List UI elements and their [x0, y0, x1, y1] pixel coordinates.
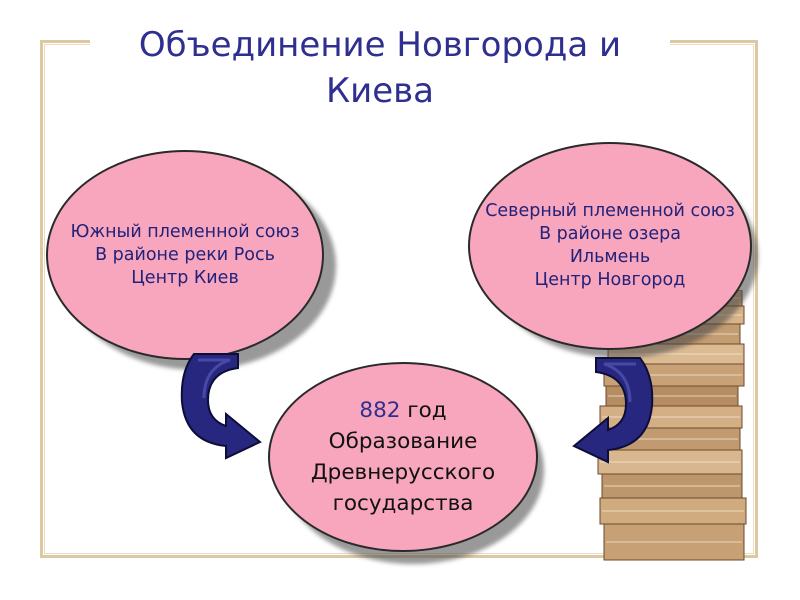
- south-line-2: В районе реки Рось: [95, 244, 275, 265]
- north-line-1: Северный племенной союз: [485, 201, 735, 221]
- year-number: 882: [359, 398, 401, 423]
- center-line-4: государства: [332, 491, 474, 516]
- books-stack-icon: [597, 290, 747, 561]
- year-line: 882 год: [359, 395, 446, 426]
- slide-title: Объединение Новгорода и Киева: [90, 22, 670, 114]
- curved-arrow-icon: [572, 357, 654, 464]
- north-line-3: Ильмень: [569, 247, 651, 267]
- center-line-2: Образование: [328, 429, 478, 454]
- year-suffix: год: [400, 398, 447, 423]
- south-line-3: Центр Киев: [131, 267, 239, 288]
- title-line-1: Объединение Новгорода и: [138, 25, 622, 65]
- curved-arrow-icon: [180, 353, 262, 460]
- south-line-1: Южный племенной союз: [70, 221, 300, 242]
- north-line-4: Центр Новгород: [534, 270, 686, 290]
- founding-ellipse: 882 год Образование Древнерусского госуд…: [268, 362, 538, 552]
- north-line-2: В районе озера: [539, 224, 681, 244]
- south-union-ellipse: Южный племенной союз В районе реки Рось …: [46, 150, 324, 360]
- center-line-3: Древнерусского: [310, 460, 496, 485]
- north-union-ellipse: Северный племенной союз В районе озера И…: [468, 142, 752, 350]
- title-line-2: Киева: [325, 71, 435, 111]
